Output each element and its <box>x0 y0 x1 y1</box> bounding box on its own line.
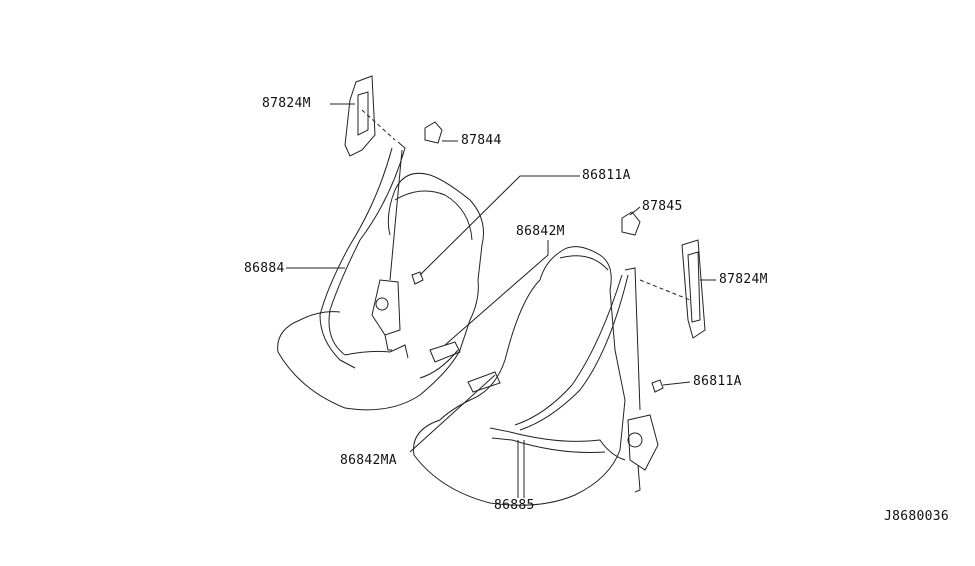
callout-86811A-right: 86811A <box>693 374 742 389</box>
left-pillar-trim <box>344 75 396 157</box>
part-87844 <box>424 121 443 144</box>
part-87845 <box>621 211 641 236</box>
leader-lines <box>286 103 716 498</box>
buckle-86842MA <box>467 371 501 393</box>
callout-87844: 87844 <box>461 133 502 148</box>
right-seat-outline <box>413 246 626 506</box>
left-seat-belt <box>319 141 409 369</box>
callout-87845: 87845 <box>642 199 683 214</box>
callout-86842M: 86842M <box>516 224 565 239</box>
callout-87824M-left: 87824M <box>262 96 311 111</box>
callout-86842MA: 86842MA <box>340 453 397 468</box>
bolt-86811A-right <box>651 379 664 393</box>
callout-86885: 86885 <box>494 498 535 513</box>
buckle-86842M <box>429 341 461 363</box>
callout-87824M-right: 87824M <box>719 272 768 287</box>
figure-code: J8680036 <box>884 509 950 524</box>
callout-86811A-top: 86811A <box>582 168 631 183</box>
callout-86884: 86884 <box>244 261 285 276</box>
bolt-86811A-left <box>411 271 424 285</box>
right-pillar-trim <box>639 239 706 339</box>
right-seat-belt <box>489 267 659 493</box>
